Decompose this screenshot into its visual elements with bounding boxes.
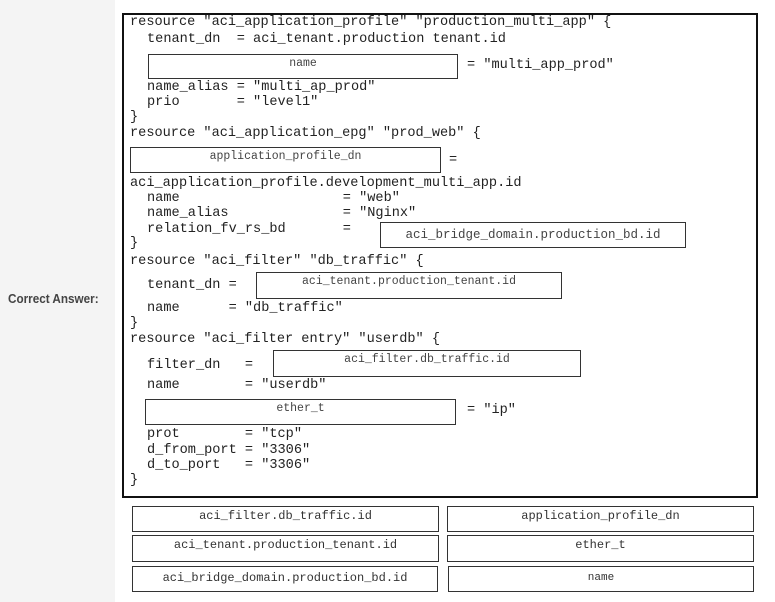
drop-target-filter[interactable]: aci_filter.db_traffic.id — [273, 350, 581, 377]
code-line: name = "db_traffic" — [147, 301, 343, 316]
code-line: resource "aci_application_epg" "prod_web… — [130, 126, 481, 141]
code-line: } — [130, 110, 139, 125]
drop-target-application-profile-dn[interactable]: application_profile_dn — [130, 147, 441, 173]
code-line: } — [130, 473, 139, 488]
code-line: filter_dn = — [147, 358, 254, 373]
code-line: name = "userdb" — [147, 378, 327, 393]
option-name[interactable]: name — [448, 566, 754, 592]
drop-target-tenant[interactable]: aci_tenant.production_tenant.id — [256, 272, 562, 299]
code-line: d_to_port = "3306" — [147, 458, 311, 473]
drop-target-ether-t[interactable]: ether_t — [145, 399, 456, 425]
drop-target-name[interactable]: name — [148, 54, 458, 79]
code-line: = "ip" — [467, 403, 516, 418]
code-line: } — [130, 236, 139, 251]
code-line: tenant_dn = aci_tenant.production tenant… — [147, 32, 506, 47]
correct-answer-label: Correct Answer: — [8, 291, 99, 306]
option-filter-id[interactable]: aci_filter.db_traffic.id — [132, 506, 439, 532]
option-bridge-domain-id[interactable]: aci_bridge_domain.production_bd.id — [132, 566, 438, 592]
code-line: resource "aci_application_profile" "prod… — [130, 15, 612, 30]
code-line: tenant_dn = — [147, 278, 237, 293]
code-line: = "multi_app_prod" — [467, 58, 614, 73]
code-line: resource "aci_filter" "db_traffic" { — [130, 254, 424, 269]
code-line: name_alias = "Nginx" — [147, 206, 417, 221]
code-line: prot = "tcp" — [147, 427, 302, 442]
code-line: = — [449, 153, 458, 168]
code-line: d_from_port = "3306" — [147, 443, 311, 458]
drop-target-bridge-domain[interactable]: aci_bridge_domain.production_bd.id — [380, 222, 686, 248]
code-line: name_alias = "multi_ap_prod" — [147, 80, 376, 95]
option-application-profile-dn[interactable]: application_profile_dn — [447, 506, 754, 532]
code-line: relation_fv_rs_bd = — [147, 222, 351, 237]
option-ether-t[interactable]: ether_t — [447, 535, 754, 562]
code-line: } — [130, 316, 139, 331]
code-line: resource "aci_filter entry" "userdb" { — [130, 332, 440, 347]
option-tenant-id[interactable]: aci_tenant.production_tenant.id — [132, 535, 439, 562]
code-line: prio = "level1" — [147, 95, 319, 110]
code-line: aci_application_profile.development_mult… — [130, 176, 522, 191]
code-line: name = "web" — [147, 191, 400, 206]
